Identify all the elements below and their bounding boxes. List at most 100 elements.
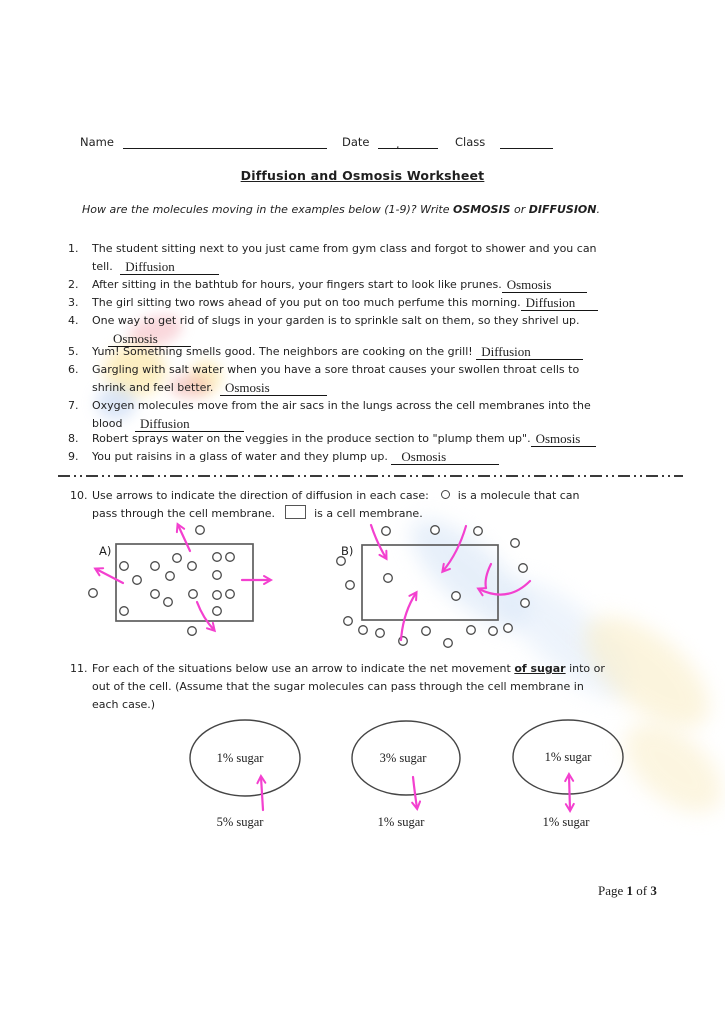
- molecules-outside: [336, 525, 530, 648]
- question-4: 4. One way to get rid of slugs in your ga…: [68, 312, 708, 348]
- question-text: pass through the cell membrane.: [92, 507, 276, 520]
- diffusion-arrows-inward: [369, 523, 532, 642]
- footer-page-label: Page: [598, 883, 624, 898]
- question-2: 2. After sitting in the bathtub for hours…: [68, 276, 708, 294]
- cell-3: 1% sugar 1% sugar: [512, 719, 624, 829]
- answer-blank: Diffusion: [476, 345, 584, 360]
- net-movement-arrow-in: [256, 773, 267, 812]
- question-9: 9. You put raisins in a glass of water an…: [68, 448, 708, 466]
- question-text: tell.: [92, 260, 113, 273]
- instruction-osmosis: OSMOSIS: [452, 203, 511, 216]
- question-11: 11. For each of the situations below use …: [70, 660, 710, 714]
- molecules-inside: [383, 573, 461, 601]
- page-title: Diffusion and Osmosis Worksheet: [240, 168, 485, 183]
- question-6: 6. Gargling with salt water when you have…: [68, 361, 708, 397]
- inside-concentration: 1% sugar: [545, 750, 593, 764]
- question-text: blood: [92, 417, 123, 430]
- question-text: Gargling with salt water when you have a…: [92, 363, 580, 376]
- membrane-legend-icon: [285, 505, 307, 519]
- footer-page-number: 1: [626, 883, 634, 898]
- question-text: The girl sitting two rows ahead of you p…: [92, 296, 521, 309]
- cell-1: 1% sugar 5% sugar: [189, 719, 301, 829]
- cell-membrane-ellipse: [351, 720, 461, 796]
- instruction-diffusion: DIFFUSION: [528, 203, 597, 216]
- instruction-pre: How are the molecules moving in the exam…: [82, 203, 453, 216]
- answer-blank: Diffusion: [134, 417, 244, 432]
- question-text-emphasis: of sugar: [514, 662, 566, 675]
- section-divider: [58, 475, 683, 477]
- question-text: is a molecule that can: [457, 489, 580, 502]
- answer-blank: Osmosis: [108, 332, 191, 347]
- question-1: 1. The student sitting next to you just c…: [68, 240, 708, 276]
- inside-concentration: 1% sugar: [217, 751, 265, 765]
- question-10: 10. Use arrows to indicate the direction …: [70, 487, 710, 523]
- question-text: The student sitting next to you just cam…: [92, 242, 597, 255]
- cell-membrane-rect: [361, 544, 499, 621]
- question-7: 7. Oxygen molecules move from the air sac…: [68, 397, 708, 433]
- sugar-cells-diagram: 1% sugar 5% sugar 3% sugar 1% sugar 1% s…: [189, 719, 624, 829]
- question-number: 8.: [68, 432, 79, 445]
- question-text: For each of the situations below use an …: [92, 662, 515, 675]
- question-text: One way to get rid of slugs in your gard…: [92, 314, 580, 327]
- date-blank-line: [378, 135, 438, 149]
- footer-of-label: of: [636, 883, 648, 898]
- answer-blank: Osmosis: [219, 381, 327, 396]
- molecule-legend-icon: [440, 490, 450, 499]
- name-label: Name: [80, 135, 114, 149]
- answer-blank: Diffusion: [120, 260, 220, 275]
- question-number: 1.: [68, 242, 79, 255]
- answer-blank: Osmosis: [391, 450, 500, 465]
- question-number: 3.: [68, 296, 79, 309]
- class-blank-line: [500, 135, 553, 149]
- cell-membrane-rect: [115, 543, 254, 622]
- question-text: into or: [565, 662, 605, 675]
- question-text: Oxygen molecules move from the air sacs …: [92, 399, 591, 412]
- question-number: 10.: [70, 489, 88, 502]
- outside-concentration: 5% sugar: [217, 815, 265, 829]
- diffusion-diagram-b: B): [336, 523, 532, 648]
- question-5: 5. Yum! Something smells good. The neighb…: [68, 343, 708, 361]
- question-8: 8. Robert sprays water on the veggies in …: [68, 430, 708, 448]
- diagram-b-label: B): [341, 544, 353, 558]
- cell-2: 3% sugar 1% sugar: [351, 720, 461, 829]
- cell-membrane-ellipse: [189, 719, 301, 797]
- answer-blank: Osmosis: [501, 278, 587, 293]
- molecules-outside: [88, 525, 205, 636]
- footer-total-pages: 3: [650, 883, 657, 898]
- question-text: Robert sprays water on the veggies in th…: [92, 432, 531, 445]
- question-text: Use arrows to indicate the direction of …: [92, 489, 429, 502]
- answer-blank: Diffusion: [520, 296, 598, 311]
- class-label: Class: [455, 135, 486, 149]
- molecules-inside: [119, 552, 235, 616]
- question-number: 2.: [68, 278, 79, 291]
- question-text: You put raisins in a glass of water and …: [92, 450, 388, 463]
- question-text: After sitting in the bathtub for hours, …: [92, 278, 502, 291]
- question-3: 3. The girl sitting two rows ahead of you…: [68, 294, 708, 312]
- question-number: 9.: [68, 450, 79, 463]
- question-text: is a cell membrane.: [314, 507, 423, 520]
- net-movement-arrow-out: [411, 775, 422, 811]
- answer-blank: Osmosis: [530, 432, 596, 447]
- inside-concentration: 3% sugar: [380, 751, 428, 765]
- question-text: Yum! Something smells good. The neighbor…: [92, 345, 473, 358]
- question-number: 6.: [68, 363, 79, 376]
- question-text: shrink and feel better.: [92, 381, 214, 394]
- outside-concentration: 1% sugar: [543, 815, 591, 829]
- instruction-line: How are the molecules moving in the exam…: [82, 203, 600, 216]
- question-number: 4.: [68, 314, 79, 327]
- diffusion-diagram-a: A): [88, 522, 274, 636]
- question-number: 7.: [68, 399, 79, 412]
- diagram-a-label: A): [99, 544, 111, 558]
- question-number: 5.: [68, 345, 79, 358]
- question-number: 11.: [70, 662, 88, 675]
- question-text: out of the cell. (Assume that the sugar …: [92, 680, 584, 693]
- instruction-end: .: [596, 203, 601, 216]
- date-comma-mark: ,: [396, 138, 400, 151]
- question-text: each case.): [92, 698, 156, 711]
- page-footer: Page 1 of 3: [598, 883, 657, 899]
- diffusion-arrows-outward: [93, 522, 274, 633]
- net-movement-arrow-both: [564, 771, 575, 814]
- name-blank-line: [123, 135, 327, 149]
- date-label: Date: [342, 135, 370, 149]
